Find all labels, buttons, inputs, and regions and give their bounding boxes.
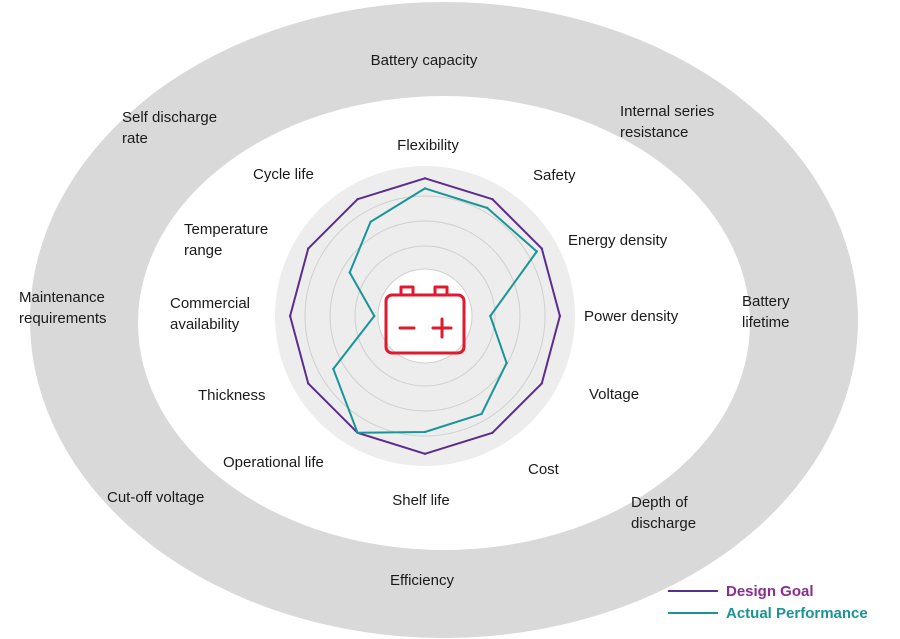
point-design-goal-cost	[491, 431, 494, 434]
axis-label-temperature-range-line-2: range	[184, 242, 222, 259]
axis-label-thickness-line-1: Thickness	[198, 387, 266, 404]
outer-label-depth-of-discharge: Depth of discharge	[631, 494, 696, 532]
outer-label-self-discharge-rate-line-2: rate	[122, 130, 148, 147]
outer-label-depth-of-discharge-line-2: discharge	[631, 515, 696, 532]
axis-label-power-density-line-1: Power density	[584, 308, 679, 325]
axis-label-commercial-availability-line-1: Commercial	[170, 295, 250, 312]
outer-label-battery-capacity-line-1: Battery capacity	[371, 52, 478, 69]
axis-label-cost-line-1: Cost	[528, 461, 560, 478]
legend-design-goal: Design Goal	[726, 583, 814, 600]
axis-label-temperature-range-line-1: Temperature	[184, 221, 268, 238]
axis-label-cost: Cost	[528, 461, 560, 478]
outer-label-internal-series-resistance-line-1: Internal series	[620, 103, 714, 120]
outer-label-self-discharge-rate: Self discharge rate	[122, 109, 217, 147]
point-actual-performance-shelf-life	[423, 430, 427, 434]
axis-label-temperature-range: Temperature range	[184, 221, 268, 259]
axis-label-energy-density: Energy density	[568, 232, 668, 249]
axis-label-power-density: Power density	[584, 308, 679, 325]
outer-label-maintenance-requirements-line-2: requirements	[19, 310, 107, 327]
point-design-goal-commercial-availability	[288, 314, 292, 318]
axis-label-safety-line-1: Safety	[533, 167, 576, 184]
point-design-goal-power-density	[558, 314, 562, 318]
axis-label-commercial-availability-line-2: availability	[170, 316, 240, 333]
axis-label-shelf-life-line-1: Shelf life	[392, 492, 450, 509]
point-design-goal-safety	[491, 198, 494, 201]
legend-actual-performance: Actual Performance	[726, 605, 868, 622]
outer-label-efficiency: Efficiency	[390, 572, 454, 589]
point-actual-performance-power-density	[489, 314, 492, 318]
point-design-goal-shelf-life	[423, 452, 427, 455]
point-actual-performance-safety	[486, 206, 489, 210]
point-design-goal-thickness	[307, 382, 310, 385]
outer-label-battery-lifetime-line-1: Battery	[742, 293, 790, 310]
axis-label-operational-life: Operational life	[223, 454, 324, 471]
outer-label-maintenance-requirements-line-1: Maintenance	[19, 289, 105, 306]
outer-label-cut-off-voltage-line-1: Cut-off voltage	[107, 489, 204, 506]
point-design-goal-voltage	[540, 382, 543, 385]
point-actual-performance-flexibility	[423, 187, 427, 190]
axis-label-flexibility: Flexibility	[397, 137, 459, 154]
point-actual-performance-operational-life	[356, 431, 359, 434]
outer-label-battery-lifetime-line-2: lifetime	[742, 314, 790, 331]
radar-series	[288, 177, 562, 455]
point-actual-performance-thickness	[332, 367, 335, 371]
point-design-goal-flexibility	[423, 177, 427, 180]
point-actual-performance-temperature-range	[348, 271, 351, 274]
outer-label-maintenance-requirements: Maintenance requirements	[19, 289, 107, 327]
outer-label-cut-off-voltage: Cut-off voltage	[107, 489, 204, 506]
axis-label-thickness: Thickness	[198, 387, 266, 404]
outer-label-self-discharge-rate-line-1: Self discharge	[122, 109, 217, 126]
axis-label-commercial-availability: Commercial availability	[170, 295, 250, 333]
outer-label-efficiency-line-1: Efficiency	[390, 572, 454, 589]
axis-label-safety: Safety	[533, 167, 576, 184]
point-actual-performance-voltage	[505, 361, 508, 365]
battery-icon	[384, 285, 466, 355]
axis-label-energy-density-line-1: Energy density	[568, 232, 668, 249]
legend: Design Goal Actual Performance	[668, 583, 868, 622]
axis-label-flexibility-line-1: Flexibility	[397, 137, 459, 154]
axis-label-cycle-life: Cycle life	[253, 166, 314, 183]
outer-label-battery-capacity: Battery capacity	[371, 52, 478, 69]
point-actual-performance-energy-density	[535, 250, 538, 253]
outer-label-internal-series-resistance-line-2: resistance	[620, 124, 688, 141]
point-actual-performance-cost	[480, 412, 483, 416]
point-actual-performance-commercial-availability	[373, 314, 376, 318]
outer-label-internal-series-resistance: Internal series resistance	[620, 103, 714, 141]
axis-label-cycle-life-line-1: Cycle life	[253, 166, 314, 183]
point-design-goal-temperature-range	[307, 247, 310, 250]
outer-label-battery-lifetime: Battery lifetime	[742, 293, 790, 331]
point-design-goal-energy-density	[540, 247, 543, 250]
axis-label-voltage-line-1: Voltage	[589, 386, 639, 403]
point-actual-performance-cycle-life	[369, 220, 372, 223]
axis-label-shelf-life: Shelf life	[392, 492, 450, 509]
axis-label-voltage: Voltage	[589, 386, 639, 403]
axis-label-operational-life-line-1: Operational life	[223, 454, 324, 471]
point-design-goal-cycle-life	[356, 198, 359, 201]
outer-label-depth-of-discharge-line-1: Depth of	[631, 494, 689, 511]
